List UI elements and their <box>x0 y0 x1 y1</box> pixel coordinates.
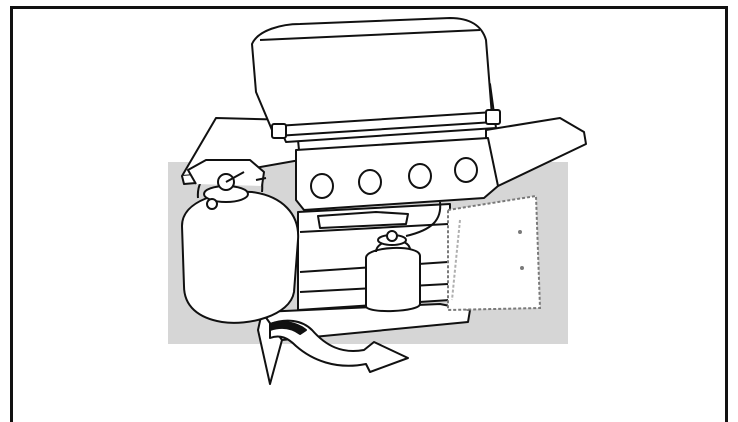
control-knob-3 <box>409 164 431 188</box>
control-knob-2 <box>359 170 381 194</box>
control-knob-4 <box>455 158 477 182</box>
control-knob-1 <box>311 174 333 198</box>
open-cabinet-door-icon <box>448 196 540 310</box>
